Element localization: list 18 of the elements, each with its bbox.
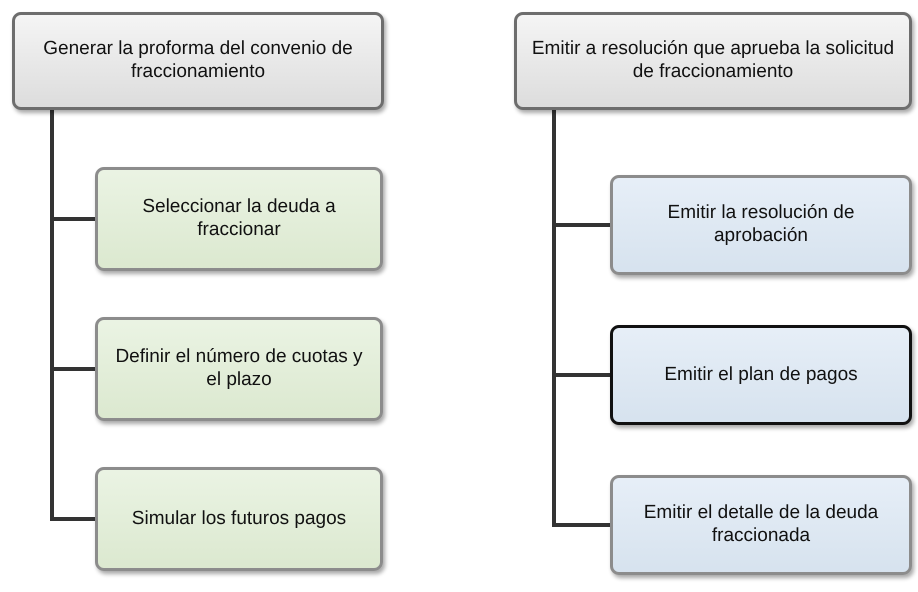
process-box xyxy=(12,12,384,110)
process-box xyxy=(95,467,383,571)
box-label: Definir el número de cuotas y el plazo xyxy=(114,346,364,392)
process-box xyxy=(610,325,912,425)
box-label: Emitir la resolución de aprobación xyxy=(666,202,856,248)
connector-line xyxy=(50,110,95,521)
box-label: Emitir a resolución que aprueba la solicitud de fraccionamiento xyxy=(530,38,896,84)
process-box xyxy=(610,175,912,275)
process-box xyxy=(514,12,912,110)
box-label: Generar la proforma del convenio de fraccionamiento xyxy=(42,38,354,84)
process-box xyxy=(95,167,383,271)
box-label: Emitir el detalle de la deuda fraccionada xyxy=(642,502,880,548)
process-box xyxy=(610,475,912,575)
box-label: Seleccionar la deuda a fraccionar xyxy=(141,196,337,242)
box-label: Emitir el plan de pagos xyxy=(664,364,858,386)
connector-line xyxy=(552,110,610,527)
box-label: Simular los futuros pagos xyxy=(132,508,346,530)
process-box xyxy=(95,317,383,421)
